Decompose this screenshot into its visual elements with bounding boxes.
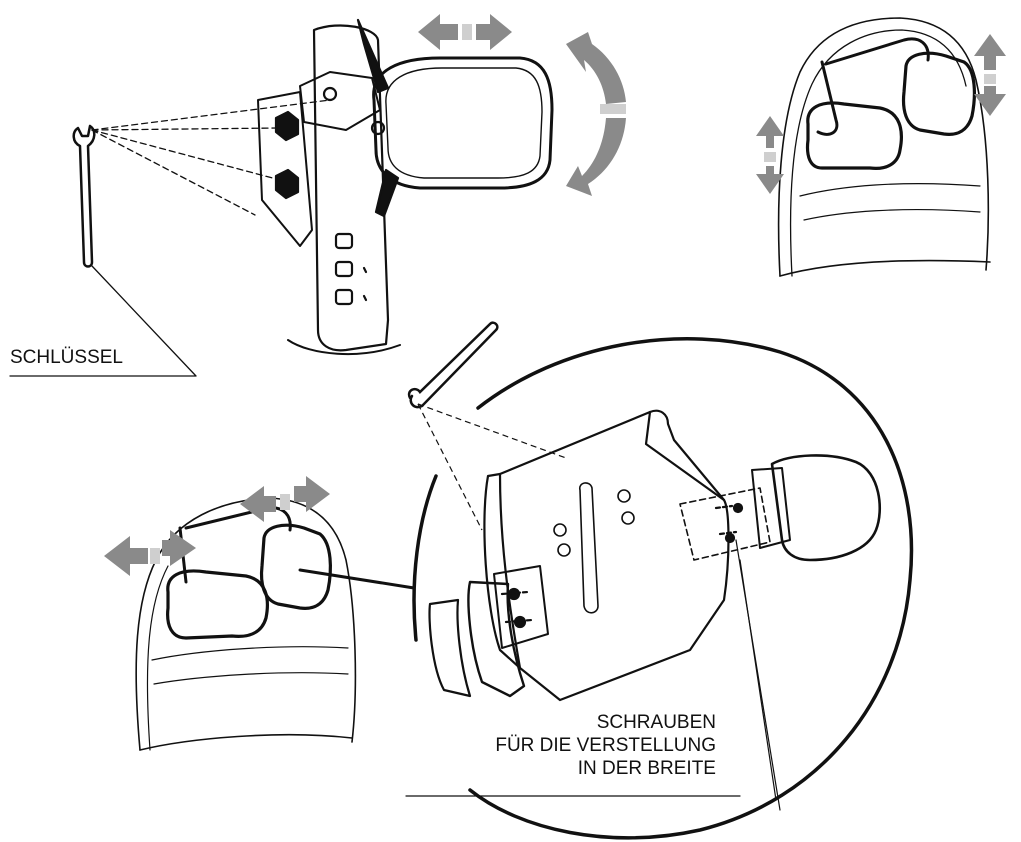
double-arrow-horizontal-icon [104,530,196,576]
screws-label-line1: SCHRAUBEN [596,712,716,733]
wrench-icon [407,321,499,409]
side-view-assembly [9,18,554,377]
screws-label-line2: FÜR DIE VERSTELLUNG [495,735,716,756]
wrench-icon [72,124,96,268]
double-arrow-horizontal-icon [418,14,512,50]
double-arrow-vertical-icon [756,116,784,194]
wrench-sight-lines-detail [417,403,567,531]
double-arrow-horizontal-icon [240,476,330,522]
detail-magnifier [405,337,914,840]
headrest-height-view [777,17,991,277]
double-arrow-vertical-icon [974,34,1006,116]
hex-nut-icon [274,110,300,200]
headrest-width-view [135,497,416,751]
screws-label: SCHRAUBEN FÜR DIE VERSTELLUNG IN DER BRE… [495,711,716,780]
rotate-arrow-icon [566,32,626,196]
wrench-sight-lines [91,99,331,216]
key-label: SCHLÜSSEL [10,347,123,368]
screws-label-line3: IN DER BREITE [577,758,716,779]
